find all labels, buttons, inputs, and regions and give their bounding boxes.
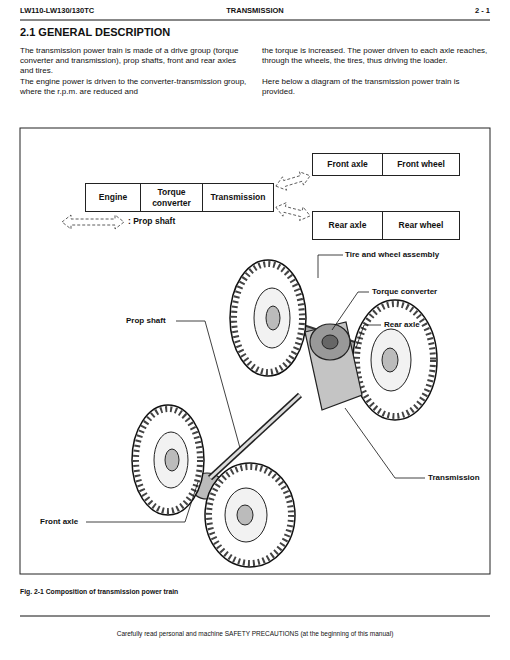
box-text: Front axle [327,159,368,169]
callout-label: Tire and wheel assembly [345,250,495,260]
box-text: Engine [99,192,127,202]
leader-line [86,482,198,522]
wheel-hub [266,306,280,330]
tire-tread [136,409,200,511]
figure-caption: Fig. 2-1 Composition of transmission pow… [20,588,420,597]
tire-wheel [230,260,306,376]
header-rule [20,20,490,21]
callout-label: Front axle [40,517,100,527]
page-number: 2 - 1 [290,6,490,16]
callout-label: Torque converter [372,287,492,297]
transmission-housing [305,322,362,410]
body-text: Here below a diagram of the transmission… [262,77,492,97]
block-box: Engine [85,183,141,212]
body-text: the torque is increased. The power drive… [262,46,492,66]
tire [132,405,204,515]
block-box: Rear axle [312,211,383,240]
legend-row: : Prop shaft [128,216,175,226]
tire-tread [209,467,291,563]
prop-shaft-symbol [62,215,124,229]
header-text: LW110-LW130/130TC [20,6,220,16]
wheel-rim [154,432,188,488]
wheel-hub [382,348,398,372]
torque-converter-hub [322,335,338,349]
prop-shaft-arrow [276,172,310,191]
wheel-rim [254,288,290,348]
tire [230,260,306,376]
leader-line [356,325,381,348]
leader-line [332,292,369,330]
box-text: Front wheel [397,159,445,169]
block-box: Front wheel [382,153,460,176]
section-title: 2.1 GENERAL DESCRIPTION [20,25,420,39]
leader-line [176,321,240,448]
block-box: Torque converter [140,183,203,212]
prop-shaft-arrow [276,203,310,221]
block-box: Front axle [312,153,383,176]
header-text: TRANSMISSION [155,6,355,16]
torque-converter [310,324,350,360]
leader-line [345,408,425,478]
block-box: Rear wheel [382,211,460,240]
wheel-rim [371,329,411,391]
box-text: Rear wheel [399,220,444,230]
box-text: Transmission [211,192,266,202]
leader-line [318,255,343,278]
tire-wheel [132,405,204,515]
block-box: Transmission [202,183,274,212]
footer-rule [20,616,490,617]
callout-label: Transmission [428,473,490,483]
figure-frame [20,128,490,574]
tire [353,300,437,420]
wheel-hub [165,449,179,471]
footer-note: Carefully read personal and machine SAFE… [20,630,490,638]
legend-text: : Prop shaft [128,216,175,226]
tire-wheel [205,463,295,567]
callout-label: Rear axle [384,320,484,330]
box-text: Rear axle [329,220,367,230]
tire [205,463,295,567]
wheel-rim [225,488,267,542]
wheel-hub [237,505,253,525]
tire-wheel [353,300,437,420]
callout-label: Prop shaft [126,316,186,326]
body-text: The engine power is driven to the conver… [20,77,248,97]
box-text: Torque converter [144,187,199,207]
body-text: The transmission power train is made of … [20,46,248,77]
tire-tread [234,264,302,372]
